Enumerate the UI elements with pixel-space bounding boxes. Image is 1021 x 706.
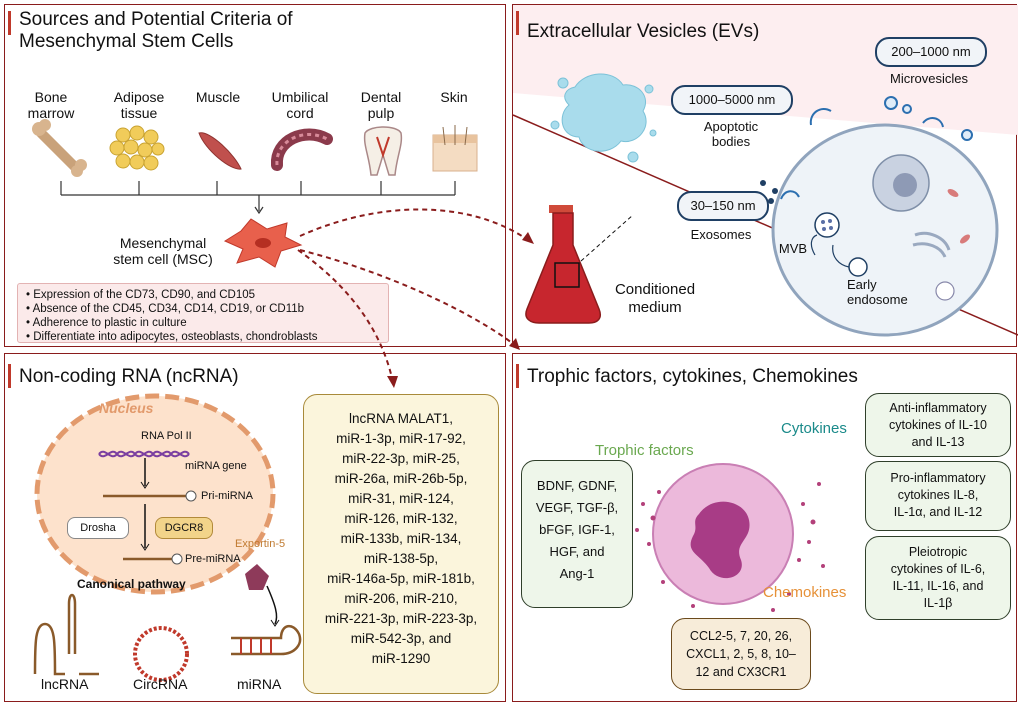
- mirna-gene-label: miRNA gene: [185, 460, 247, 472]
- sources-title-line1: Sources and Potential Criteria of: [19, 9, 293, 30]
- sources-title-line2: Mesenchymal Stem Cells: [19, 31, 234, 52]
- convergence-lines: [60, 181, 456, 215]
- mirna-label: miRNA: [237, 676, 282, 692]
- mirna-list-line: miR-1-3p, miR-17-92,: [336, 431, 466, 446]
- sources-panel: Sources and Potential Criteria of Mesenc…: [4, 4, 506, 347]
- trophic-illustrations: [635, 463, 825, 612]
- title-accent: [516, 11, 519, 35]
- exportin-label: Exportin-5: [235, 538, 286, 550]
- criteria-item: Expression of the CD73, CD90, and CD105: [26, 288, 380, 302]
- mirna-list-line: miR-542-3p, and: [350, 631, 452, 646]
- bone-icon: [32, 119, 87, 177]
- mirna-list-line: miR-26a, miR-26b-5p,: [334, 471, 468, 486]
- mirna-list-line: miR-22-3p, miR-25,: [342, 451, 460, 466]
- mirna-list-box: lncRNA MALAT1, miR-1-3p, miR-17-92, miR-…: [303, 394, 499, 694]
- msc-criteria-box: Expression of the CD73, CD90, and CD105 …: [17, 283, 389, 343]
- evs-panel: Extracellular Vesicles (EVs) 200–1000 nm…: [512, 4, 1018, 347]
- msc-label: Mesenchymal stem cell (MSC): [113, 235, 213, 267]
- mirna-list-line: miR-126, miR-132,: [344, 511, 458, 526]
- title-accent: [8, 11, 11, 35]
- pleiotropic-box: Pleiotropic cytokines of IL-6, IL-11, IL…: [865, 536, 1011, 620]
- umbilical-cord-icon: [271, 128, 333, 171]
- pre-mirna-icon: [123, 553, 183, 565]
- circrna-label: CircRNA: [133, 676, 188, 692]
- criteria-item: Adherence to plastic in culture: [26, 316, 380, 330]
- exosome-label: Exosomes: [690, 227, 752, 242]
- microvesicle-size-pill: 200–1000 nm: [875, 37, 987, 67]
- trophic-factors-label: Trophic factors: [595, 442, 694, 459]
- macrophage-icon: [652, 463, 794, 605]
- msc-cell-icon: [223, 218, 303, 268]
- ncrna-title: Non-coding RNA (ncRNA): [19, 366, 239, 387]
- chemokines-box: CCL2-5, 7, 20, 26, CXCL1, 2, 5, 8, 10– 1…: [671, 618, 811, 690]
- nucleus-label: Nucleus: [99, 400, 154, 416]
- mirna-list-line: miR-146a-5p, miR-181b,: [327, 571, 475, 586]
- mvb-cell-icon: [771, 123, 999, 337]
- canonical-pathway-label: Canonical pathway: [77, 577, 186, 591]
- exosome-size-pill: 30–150 nm: [677, 191, 769, 221]
- microvesicle-icon: [809, 96, 973, 141]
- mvb-label: MVB: [778, 241, 808, 256]
- pre-mirna-label: Pre-miRNA: [185, 553, 241, 565]
- sources-title: Sources and Potential Criteria of Mesenc…: [19, 9, 293, 53]
- circrna-icon: [133, 626, 189, 682]
- chemokines-label: Chemokines: [763, 584, 847, 601]
- mirna-list-line: miR-133b, miR-134,: [340, 531, 462, 546]
- trophic-factors-box: BDNF, GDNF, VEGF, TGF-β, bFGF, IGF-1, HG…: [521, 460, 633, 608]
- rna-pol-label: RNA Pol II: [141, 430, 192, 442]
- sources-illustrations: [32, 119, 478, 268]
- source-muscle-label: Muscle: [195, 89, 241, 105]
- lncrna-icon: [33, 593, 99, 676]
- title-accent: [8, 364, 11, 388]
- evs-title: Extracellular Vesicles (EVs): [527, 21, 760, 42]
- flask-icon: [525, 205, 634, 324]
- ncrna-panel: Non-coding RNA (ncRNA): [4, 353, 506, 702]
- mirna-list-line: lncRNA MALAT1,: [348, 411, 454, 426]
- mirna-list-line: miR-221-3p, miR-223-3p,: [324, 611, 478, 626]
- mirna-list-line: miR-1290: [371, 651, 431, 666]
- mirna-list-line: miR-138-5p,: [363, 551, 439, 566]
- mirna-list-line: miR-206, miR-210,: [344, 591, 458, 606]
- source-skin-label: Skin: [440, 89, 468, 105]
- trophic-title: Trophic factors, cytokines, Chemokines: [527, 366, 858, 387]
- trophic-panel: Trophic factors, cytokines, Chemokines T…: [512, 353, 1017, 702]
- dna-icon: [98, 450, 190, 458]
- mirna-hairpin-icon: [231, 625, 302, 656]
- lncrna-label: lncRNA: [41, 676, 89, 692]
- skin-icon: [432, 125, 478, 172]
- microvesicle-label: Microvesicles: [889, 71, 968, 86]
- pri-mirna-label: Pri-miRNA: [201, 490, 253, 502]
- ncrna-illustrations: [33, 393, 302, 682]
- adipose-icon: [109, 125, 165, 171]
- pri-mirna-icon: [103, 490, 197, 502]
- tooth-icon: [363, 126, 403, 176]
- title-accent: [516, 364, 519, 388]
- exportin-5-icon: [245, 564, 280, 627]
- criteria-item: Differentiate into adipocytes, osteoblas…: [26, 330, 380, 344]
- muscle-icon: [198, 132, 242, 170]
- mirna-list-line: miR-31, miR-124,: [348, 491, 454, 506]
- secreted-particles: [635, 482, 825, 612]
- cytokines-label: Cytokines: [781, 420, 847, 437]
- apoptotic-size-pill: 1000–5000 nm: [671, 85, 793, 115]
- drosha-box: Drosha: [67, 517, 129, 539]
- anti-inflammatory-box: Anti-inflammatory cytokines of IL-10 and…: [865, 393, 1011, 457]
- pro-inflammatory-box: Pro-inflammatory cytokines IL-8, IL-1α, …: [865, 461, 1011, 531]
- apoptotic-body-icon: [550, 73, 657, 163]
- dgcr8-box: DGCR8: [155, 517, 213, 539]
- criteria-item: Absence of the CD45, CD34, CD14, CD19, o…: [26, 302, 380, 316]
